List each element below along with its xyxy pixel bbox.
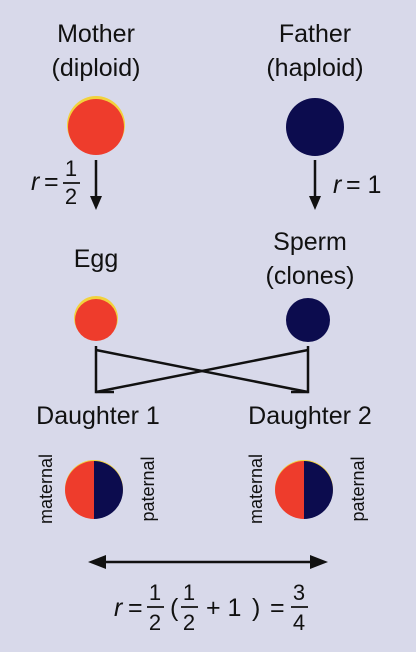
father-to-sperm-arrow (309, 160, 321, 210)
father-label: Father (haploid) (245, 20, 385, 82)
father-ploidy: (haploid) (266, 54, 364, 82)
svg-text:=: = (44, 168, 59, 196)
daughter2-maternal-label: maternal (246, 453, 266, 525)
svg-text:r: r (114, 594, 124, 622)
sperm-title: Sperm (273, 228, 347, 256)
egg-label: Egg (73, 245, 119, 273)
svg-text:1: 1 (149, 580, 161, 605)
daughter1-circle (65, 460, 123, 519)
father-circle (286, 98, 344, 156)
daughter2-circle (275, 460, 333, 519)
sperm-label: Sperm (clones) (245, 228, 375, 290)
mother-to-egg-arrow (90, 160, 102, 210)
mother-label: Mother (diploid) (26, 20, 166, 82)
svg-text:+ 1: + 1 (206, 594, 241, 622)
daughter1-maternal-label: maternal (36, 453, 56, 525)
daughter2-label: Daughter 2 (248, 402, 372, 430)
mother-circle (67, 96, 125, 155)
relatedness-double-arrow (88, 555, 328, 569)
svg-text:r: r (333, 171, 343, 199)
svg-text:=: = (270, 594, 285, 622)
svg-text:2: 2 (183, 610, 195, 635)
svg-text:(: ( (170, 594, 179, 622)
egg-circle (74, 296, 118, 341)
mother-title: Mother (57, 20, 135, 48)
svg-text:=: = (128, 594, 143, 622)
svg-text:2: 2 (65, 184, 77, 209)
svg-text:): ) (252, 594, 260, 622)
svg-text:3: 3 (293, 580, 305, 605)
sperm-subtitle: (clones) (265, 262, 355, 290)
daughter1-label: Daughter 1 (36, 402, 160, 430)
relatedness-formula: r = 1 2 ( 1 2 + 1 ) = 3 4 (114, 580, 308, 635)
svg-text:1: 1 (183, 580, 195, 605)
svg-text:1: 1 (65, 156, 77, 181)
inheritance-lines (94, 346, 310, 394)
mother-relatedness-label: r = 1 2 (31, 156, 80, 209)
father-title: Father (278, 20, 352, 48)
sperm-circle (286, 298, 330, 342)
svg-text:2: 2 (149, 610, 161, 635)
mother-ploidy: (diploid) (51, 54, 141, 82)
father-relatedness-label: r = 1 (333, 171, 381, 199)
svg-text:4: 4 (293, 610, 305, 635)
daughter1-paternal-label: paternal (138, 456, 158, 522)
svg-text:r: r (31, 168, 41, 196)
svg-text:= 1: = 1 (346, 171, 381, 199)
daughter2-paternal-label: paternal (348, 456, 368, 522)
